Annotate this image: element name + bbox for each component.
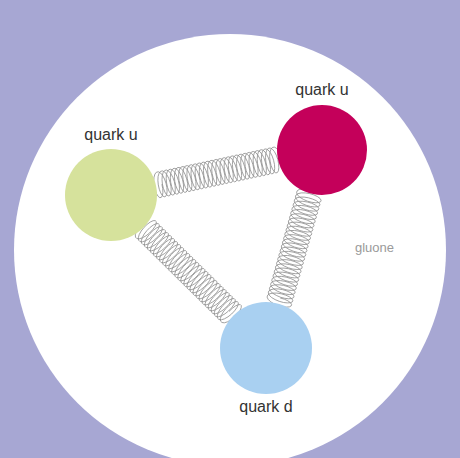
quark-shape [277, 105, 367, 195]
nucleon-circle [14, 34, 446, 458]
quark-label: quark u [295, 81, 348, 99]
gluon-spring [135, 221, 241, 323]
quark-circle [220, 302, 312, 394]
quark-circle [65, 149, 157, 241]
quark-fill [220, 302, 312, 394]
quark-fill [277, 105, 367, 195]
gluon-spring [154, 147, 282, 198]
gluon-spring [267, 189, 321, 307]
quark-circle [277, 105, 367, 195]
quark-label: quark u [84, 126, 137, 144]
quark-shape [65, 149, 157, 241]
gluon-label: gluone [355, 240, 394, 255]
quark-fill [65, 149, 157, 241]
quark-shape [220, 302, 312, 394]
quark-label: quark d [239, 398, 292, 416]
